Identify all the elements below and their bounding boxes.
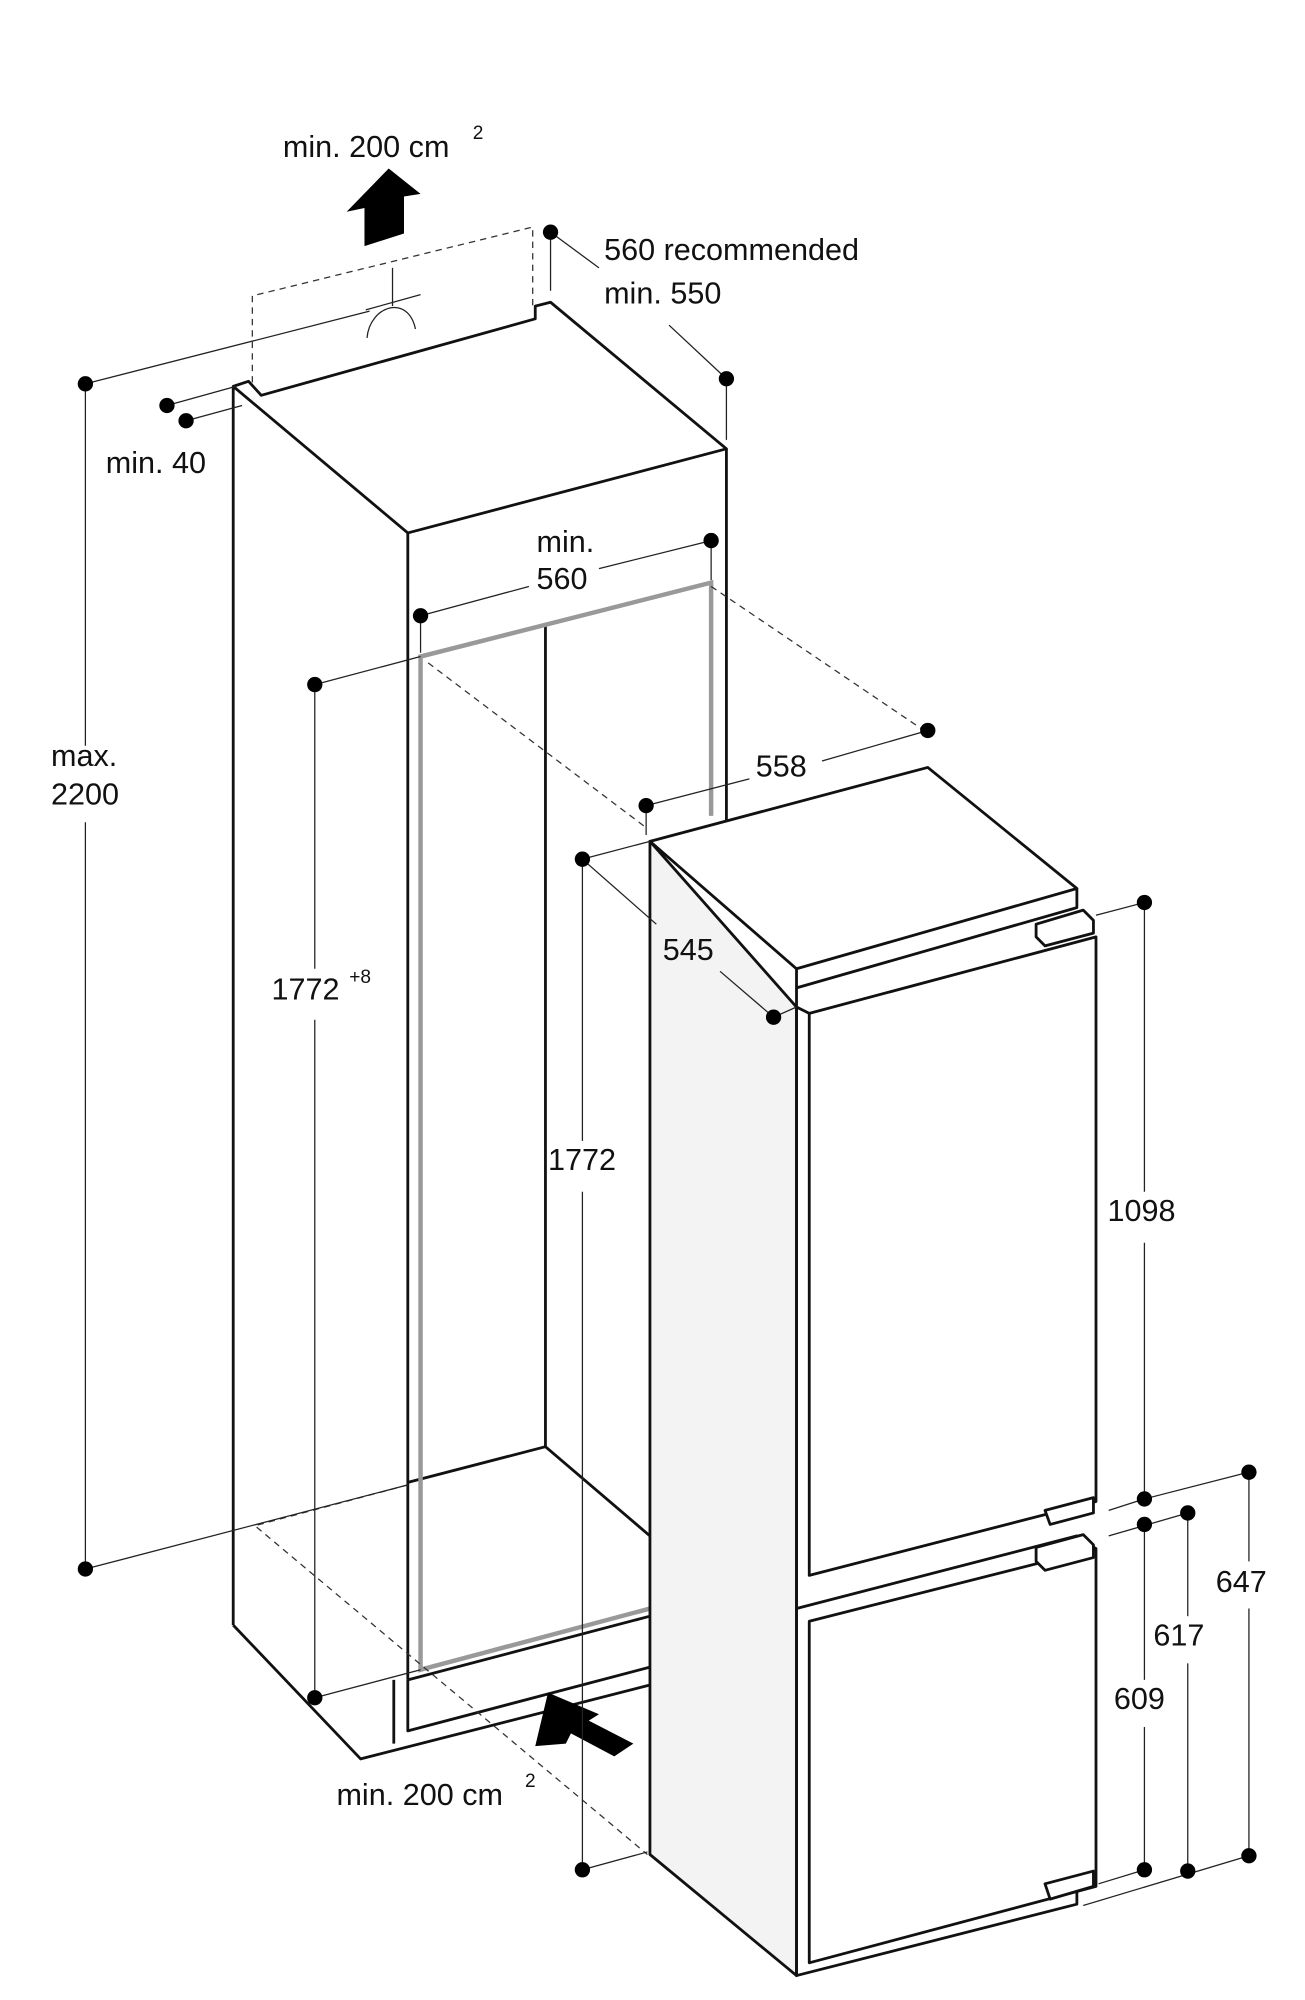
dimension-line xyxy=(314,1669,421,1699)
niche-width-label-2: 560 xyxy=(537,562,588,596)
dim-609-label: 609 xyxy=(1114,1682,1165,1716)
dimension-point xyxy=(574,851,591,867)
appliance-front-edge xyxy=(795,1007,1079,1977)
dimension-point xyxy=(574,1862,591,1878)
niche-floor-edge xyxy=(544,1445,651,1537)
dimension-point xyxy=(542,224,559,240)
max-height-label-2: 2200 xyxy=(51,777,119,811)
dimension-line xyxy=(1095,901,1145,916)
dimension-line xyxy=(582,1851,648,1871)
dimension-line xyxy=(1083,1855,1250,1907)
dimension-line xyxy=(821,729,928,762)
dimension-point xyxy=(1241,1464,1257,1480)
dimension-point xyxy=(1136,1516,1153,1533)
dimension-line xyxy=(85,310,370,385)
dimension-line xyxy=(719,970,774,1018)
hinge-middle-upper xyxy=(1043,1496,1095,1526)
niche-depth-min-label: min. 550 xyxy=(604,277,721,311)
dimension-line xyxy=(85,1484,408,1570)
upper-door xyxy=(807,935,1098,1577)
hinge-middle-lower xyxy=(1034,1533,1095,1572)
airflow-in-arrow-icon xyxy=(535,1692,634,1757)
dimension-point xyxy=(412,608,429,624)
dimension-point xyxy=(638,798,654,814)
dimension-point xyxy=(1180,1863,1196,1879)
projection-line xyxy=(710,585,929,734)
top-vent-outline xyxy=(251,226,534,383)
dimension-line xyxy=(185,404,243,422)
dimension-point xyxy=(1136,1862,1153,1878)
dimension-line xyxy=(582,840,651,860)
dimension-point xyxy=(159,397,175,414)
dimension-line xyxy=(365,293,421,311)
top-gap-label: min. 40 xyxy=(106,446,206,480)
niche-depth-recommended-label: 560 recommended xyxy=(604,233,859,267)
hinge-top xyxy=(1034,908,1095,948)
dimension-line xyxy=(1144,1471,1250,1500)
projection-line xyxy=(427,662,648,830)
appliance-depth-label: 545 xyxy=(663,933,714,967)
dimension-line xyxy=(581,858,657,925)
max-height-label-1: max. xyxy=(51,739,117,773)
dimension-point xyxy=(765,1009,782,1025)
cabinet-top xyxy=(231,300,728,1626)
vent-top-sup: 2 xyxy=(473,123,484,144)
appliance-width-label: 558 xyxy=(756,749,807,783)
lower-door xyxy=(807,1547,1098,1965)
dimension-line xyxy=(668,324,727,380)
niche-height-label: 1772 xyxy=(271,972,339,1006)
dimension-line xyxy=(550,231,600,269)
appliance-height-label: 1772 xyxy=(548,1143,616,1177)
dimension-point xyxy=(1180,1505,1196,1521)
hinge-bottom xyxy=(1043,1869,1095,1901)
dimension-point xyxy=(1241,1848,1257,1864)
dimension-point xyxy=(307,676,323,693)
dimension-point xyxy=(307,1690,323,1706)
dimension-point xyxy=(1136,1491,1153,1507)
dim-617-label: 617 xyxy=(1153,1618,1204,1652)
plinth-front xyxy=(406,1665,651,1733)
vent-top-label: min. 200 cm xyxy=(283,130,450,164)
airflow-out-arrow-icon xyxy=(346,168,421,247)
vent-bottom-sup: 2 xyxy=(525,1771,536,1792)
appliance-top-edge xyxy=(795,968,810,1015)
dimension-point xyxy=(77,1561,94,1577)
dimension-point xyxy=(703,532,719,549)
plinth-top xyxy=(407,1614,651,1682)
niche-back-edge xyxy=(407,624,547,1484)
door-swing-symbol xyxy=(366,306,417,338)
dim-647-label: 647 xyxy=(1216,1565,1267,1599)
niche-height-tolerance: +8 xyxy=(349,967,371,988)
vent-bottom-label: min. 200 cm xyxy=(336,1778,503,1812)
dimension-point xyxy=(77,376,94,392)
dimension-line xyxy=(314,655,421,686)
dimension-line xyxy=(420,585,530,617)
dimension-point xyxy=(178,413,194,429)
dimension-point xyxy=(1136,894,1153,911)
dimension-point xyxy=(718,371,735,387)
dimension-line xyxy=(166,385,236,407)
niche-width-label-1: min. xyxy=(537,525,595,559)
dimension-line xyxy=(598,539,712,570)
dimension-line xyxy=(1098,1869,1145,1885)
appliance-top-front xyxy=(796,888,1079,990)
upper-door-height-label: 1098 xyxy=(1107,1194,1175,1228)
dimension-line xyxy=(645,778,750,807)
dimension-point xyxy=(920,722,936,739)
